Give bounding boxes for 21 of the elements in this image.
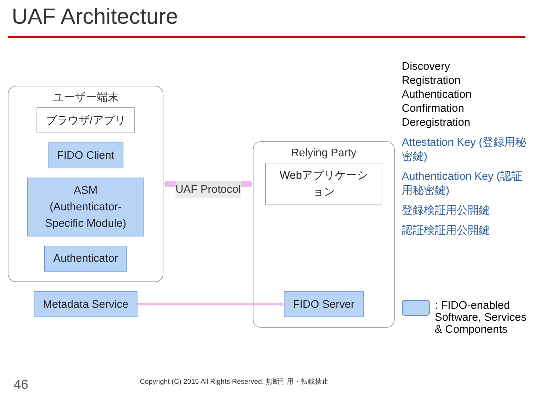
protocol-operation: Deregistration (402, 116, 472, 130)
edge-label: UAF Protocol (176, 184, 242, 196)
key-caption: 認証検証用公開鍵 (402, 224, 491, 238)
slide-title: UAF Architecture (12, 4, 178, 30)
key-caption: Attestation Key (登録用秘密鍵) (402, 136, 528, 164)
page-number: 46 (14, 378, 28, 392)
arrow (137, 302, 285, 307)
protocol-operation: Discovery (402, 60, 452, 74)
protocol-operation: Authentication (402, 88, 473, 102)
legend-text: : FIDO-enabled Software, Services & Components (435, 300, 528, 336)
node-box: Metadata Service (34, 292, 138, 318)
node-box: FIDO Client (48, 142, 124, 169)
node-box: FIDO Server (284, 292, 364, 318)
node-box: Webアプリケーション (266, 163, 383, 206)
protocol-operation: Confirmation (402, 102, 466, 116)
protocol-operation: Registration (402, 74, 462, 88)
key-caption: 登録検証用公開鍵 (402, 204, 491, 218)
node-box: Authenticator (44, 246, 128, 272)
node-box: ブラウザ/アプリ (36, 108, 135, 134)
key-caption: Authentication Key (認証用秘密鍵) (402, 170, 524, 198)
node-box: ASM (Authenticator-Specific Module) (27, 178, 144, 237)
